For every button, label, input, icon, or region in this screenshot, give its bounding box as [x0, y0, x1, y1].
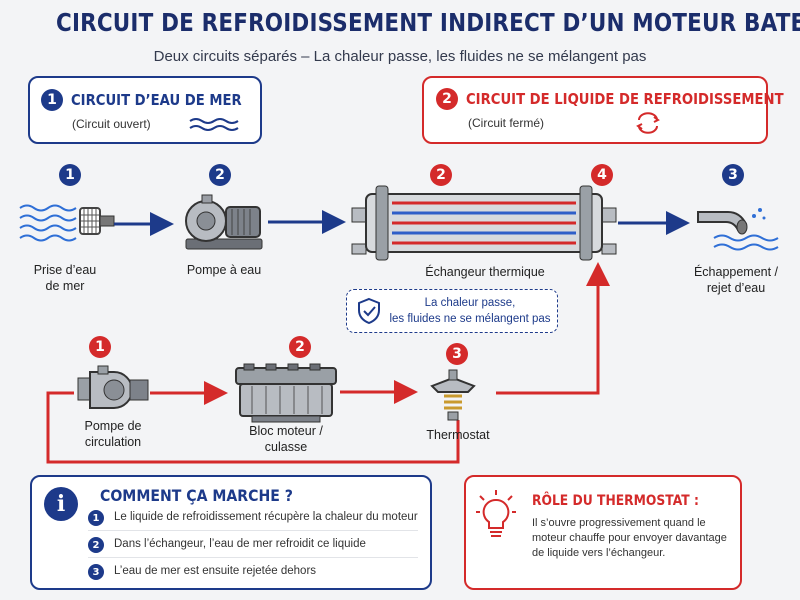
- heat-note-text: La chaleur passe, les fluides ne se méla…: [389, 297, 551, 325]
- how-item-3-badge: 3: [88, 564, 104, 580]
- water-outlet-label: Échappement / rejet d’eau: [693, 265, 779, 295]
- water-pump-icon: [185, 194, 263, 250]
- thermostat-role-title: RÔLE DU THERMOSTAT :: [532, 493, 699, 509]
- thermostat-role-text: Il s’ouvre progressivement quand le mote…: [532, 517, 727, 559]
- how-it-works-title: COMMENT ÇA MARCHE ?: [100, 486, 293, 505]
- page-subtitle: Deux circuits séparés – La chaleur passe…: [153, 48, 647, 65]
- engine-block-label: Bloc moteur / culasse: [249, 424, 323, 454]
- how-item-2-badge: 2: [88, 537, 104, 553]
- how-item-2-text: Dans l’échangeur, l’eau de mer refroidit…: [114, 538, 366, 550]
- water-pump-label: Pompe à eau: [186, 263, 262, 277]
- exchanger-out-badge: 4: [591, 164, 613, 186]
- wave-icon: [189, 118, 239, 131]
- water-outlet-icon: [697, 208, 779, 251]
- how-item-1-text: Le liquide de refroidissement récupère l…: [114, 511, 418, 523]
- coolant-step-3-badge: 3: [446, 343, 468, 365]
- coolant-circuit-box: [422, 76, 768, 144]
- sea-circuit-badge: 1: [41, 89, 63, 111]
- coolant-circuit-title: CIRCUIT DE LIQUIDE DE REFROIDISSEMENT: [466, 90, 784, 108]
- circulation-pump-icon: [77, 365, 149, 409]
- sea-circuit-box: [28, 76, 262, 144]
- sea-circuit-note: (Circuit ouvert): [72, 117, 151, 131]
- thermostat-icon: [430, 369, 476, 421]
- lightbulb-icon: [476, 490, 516, 537]
- how-item-1-badge: 1: [88, 510, 104, 526]
- heat-exchanger-label: Échangeur thermique: [425, 265, 545, 279]
- sea-intake-icon: [19, 204, 115, 242]
- closed-loop-icon: [636, 112, 660, 134]
- coolant-step-1-badge: 1: [89, 336, 111, 358]
- heat-note-box: [346, 289, 558, 333]
- how-item-3-text: L’eau de mer est ensuite rejetée dehors: [114, 565, 317, 577]
- sea-step-3-badge: 3: [722, 164, 744, 186]
- exchanger-in-badge: 2: [430, 164, 452, 186]
- coolant-circuit-note: (Circuit fermé): [468, 116, 545, 130]
- shield-check-icon: [358, 297, 380, 325]
- thermostat-label: Thermostat: [426, 428, 490, 442]
- circulation-pump-label: Pompe de circulation: [84, 419, 142, 449]
- heat-exchanger-icon: [351, 185, 617, 261]
- info-icon: i: [44, 487, 78, 521]
- divider: [88, 557, 418, 558]
- coolant-step-2-badge: 2: [289, 336, 311, 358]
- coolant-circuit-badge: 2: [436, 88, 458, 110]
- sea-step-2-badge: 2: [209, 164, 231, 186]
- sea-intake-label: Prise d’eau de mer: [33, 263, 97, 293]
- sea-step-1-badge: 1: [59, 164, 81, 186]
- engine-block-icon: [235, 363, 337, 423]
- sea-circuit-title: CIRCUIT D’EAU DE MER: [71, 91, 242, 109]
- page-title: CIRCUIT DE REFROIDISSEMENT INDIRECT D’UN…: [56, 8, 800, 37]
- divider: [88, 530, 418, 531]
- thermostat-role-box: [464, 475, 742, 590]
